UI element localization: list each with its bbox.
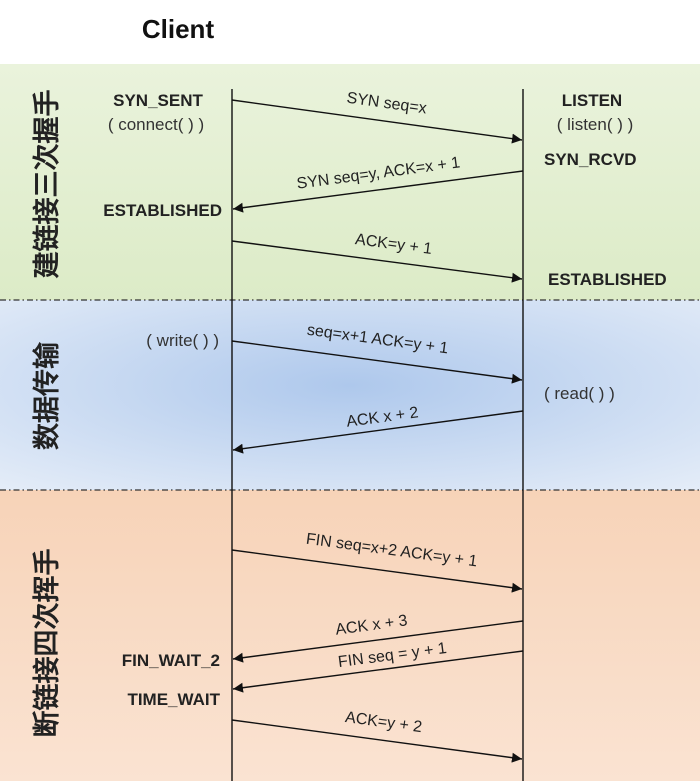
- arrow-fin-2: [232, 650, 524, 693]
- server-call-read: ( read( ) ): [544, 384, 615, 403]
- phase-label-transfer: 数据传输: [31, 341, 63, 450]
- client-title: Client: [142, 14, 215, 44]
- server-state-listen: LISTEN: [562, 91, 622, 110]
- arrow-ack-final: [231, 719, 523, 763]
- client-state-syn-sent: SYN_SENT: [113, 91, 203, 110]
- teardown-band: [0, 490, 700, 781]
- arrow-ack-fin: [232, 620, 524, 663]
- server-state-syn-rcvd: SYN_RCVD: [544, 150, 637, 169]
- phase-label-handshake: 建链接三次握手: [31, 90, 63, 279]
- client-call-write: ( write( ) ): [146, 331, 219, 350]
- arrow-fin-1: [231, 549, 523, 593]
- handshake-band: [0, 64, 700, 300]
- transfer-band: [0, 300, 700, 490]
- server-call-listen: ( listen( ) ): [557, 115, 634, 134]
- arrow-syn-ack: [232, 170, 524, 213]
- server-state-established: ESTABLISHED: [548, 270, 667, 289]
- arrow-ack-1: [231, 240, 523, 283]
- client-state-fin-wait-2: FIN_WAIT_2: [122, 651, 220, 670]
- client-state-established: ESTABLISHED: [103, 201, 222, 220]
- arrow-data-ack: [232, 410, 524, 454]
- client-call-connect: ( connect( ) ): [108, 115, 204, 134]
- arrow-data: [231, 340, 523, 384]
- client-state-time-wait: TIME_WAIT: [127, 690, 220, 709]
- arrow-syn: [231, 99, 523, 144]
- phase-label-teardown: 断链接四次挥手: [31, 549, 63, 738]
